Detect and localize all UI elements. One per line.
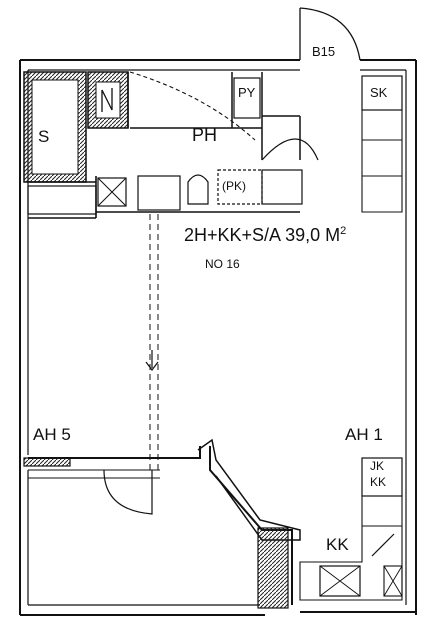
sink-cross <box>319 565 361 597</box>
arrow-down <box>145 350 159 371</box>
label-b15: B15 <box>312 44 336 59</box>
outer-wall-inner-line <box>27 69 407 606</box>
bay-wall <box>197 438 301 541</box>
label-unit-number: NO 16 <box>205 257 240 271</box>
sauna-room <box>31 79 79 175</box>
sink-unit <box>319 565 361 597</box>
kitchen-counter <box>299 495 403 601</box>
fridge <box>383 565 403 597</box>
label-ah1: AH 1 <box>345 425 383 444</box>
sauna-stove-inner <box>95 81 121 119</box>
toilet-cabinet <box>233 77 261 119</box>
label-unit-size: 2H+KK+S/A 39,0 M2 <box>184 225 347 245</box>
beam-line <box>149 214 159 470</box>
label-py: PY <box>238 85 256 100</box>
entry-cabinet <box>27 185 97 215</box>
toilet-bowl <box>187 174 209 205</box>
outer-wall <box>19 59 417 616</box>
cabinet-column <box>361 109 403 213</box>
balcony-rail-left <box>23 457 71 467</box>
shower-arc <box>129 71 256 141</box>
stove-diagonal <box>371 533 395 557</box>
label-sauna: S <box>38 127 50 146</box>
sauna-stove-symbol <box>101 88 113 112</box>
label-jk: JK <box>370 459 385 473</box>
entry-door <box>299 7 361 61</box>
bath-living-wall <box>28 176 300 219</box>
basin <box>137 175 181 211</box>
counter-block <box>261 169 303 205</box>
label-sk: SK <box>370 85 388 100</box>
label-laundry: (PK) <box>222 179 246 193</box>
unit-size-exponent: 2 <box>340 225 347 237</box>
unit-size-text: 2H+KK+S/A 39,0 M <box>184 225 341 245</box>
label-bathroom: PH <box>192 125 218 145</box>
balcony-glass <box>28 469 160 479</box>
fridge-cross <box>383 565 403 597</box>
label-ah5: AH 5 <box>33 425 71 444</box>
label-cabinet-kk: KK <box>370 475 387 489</box>
balcony-door-arc <box>103 469 153 515</box>
kitchen-hatch-block <box>257 527 289 609</box>
wash-sink <box>97 177 127 207</box>
bathroom-partition <box>127 72 301 160</box>
bathroom-door-arc <box>261 138 319 161</box>
wash-sink-cross <box>97 177 127 207</box>
label-kitchen: KK <box>326 535 349 554</box>
